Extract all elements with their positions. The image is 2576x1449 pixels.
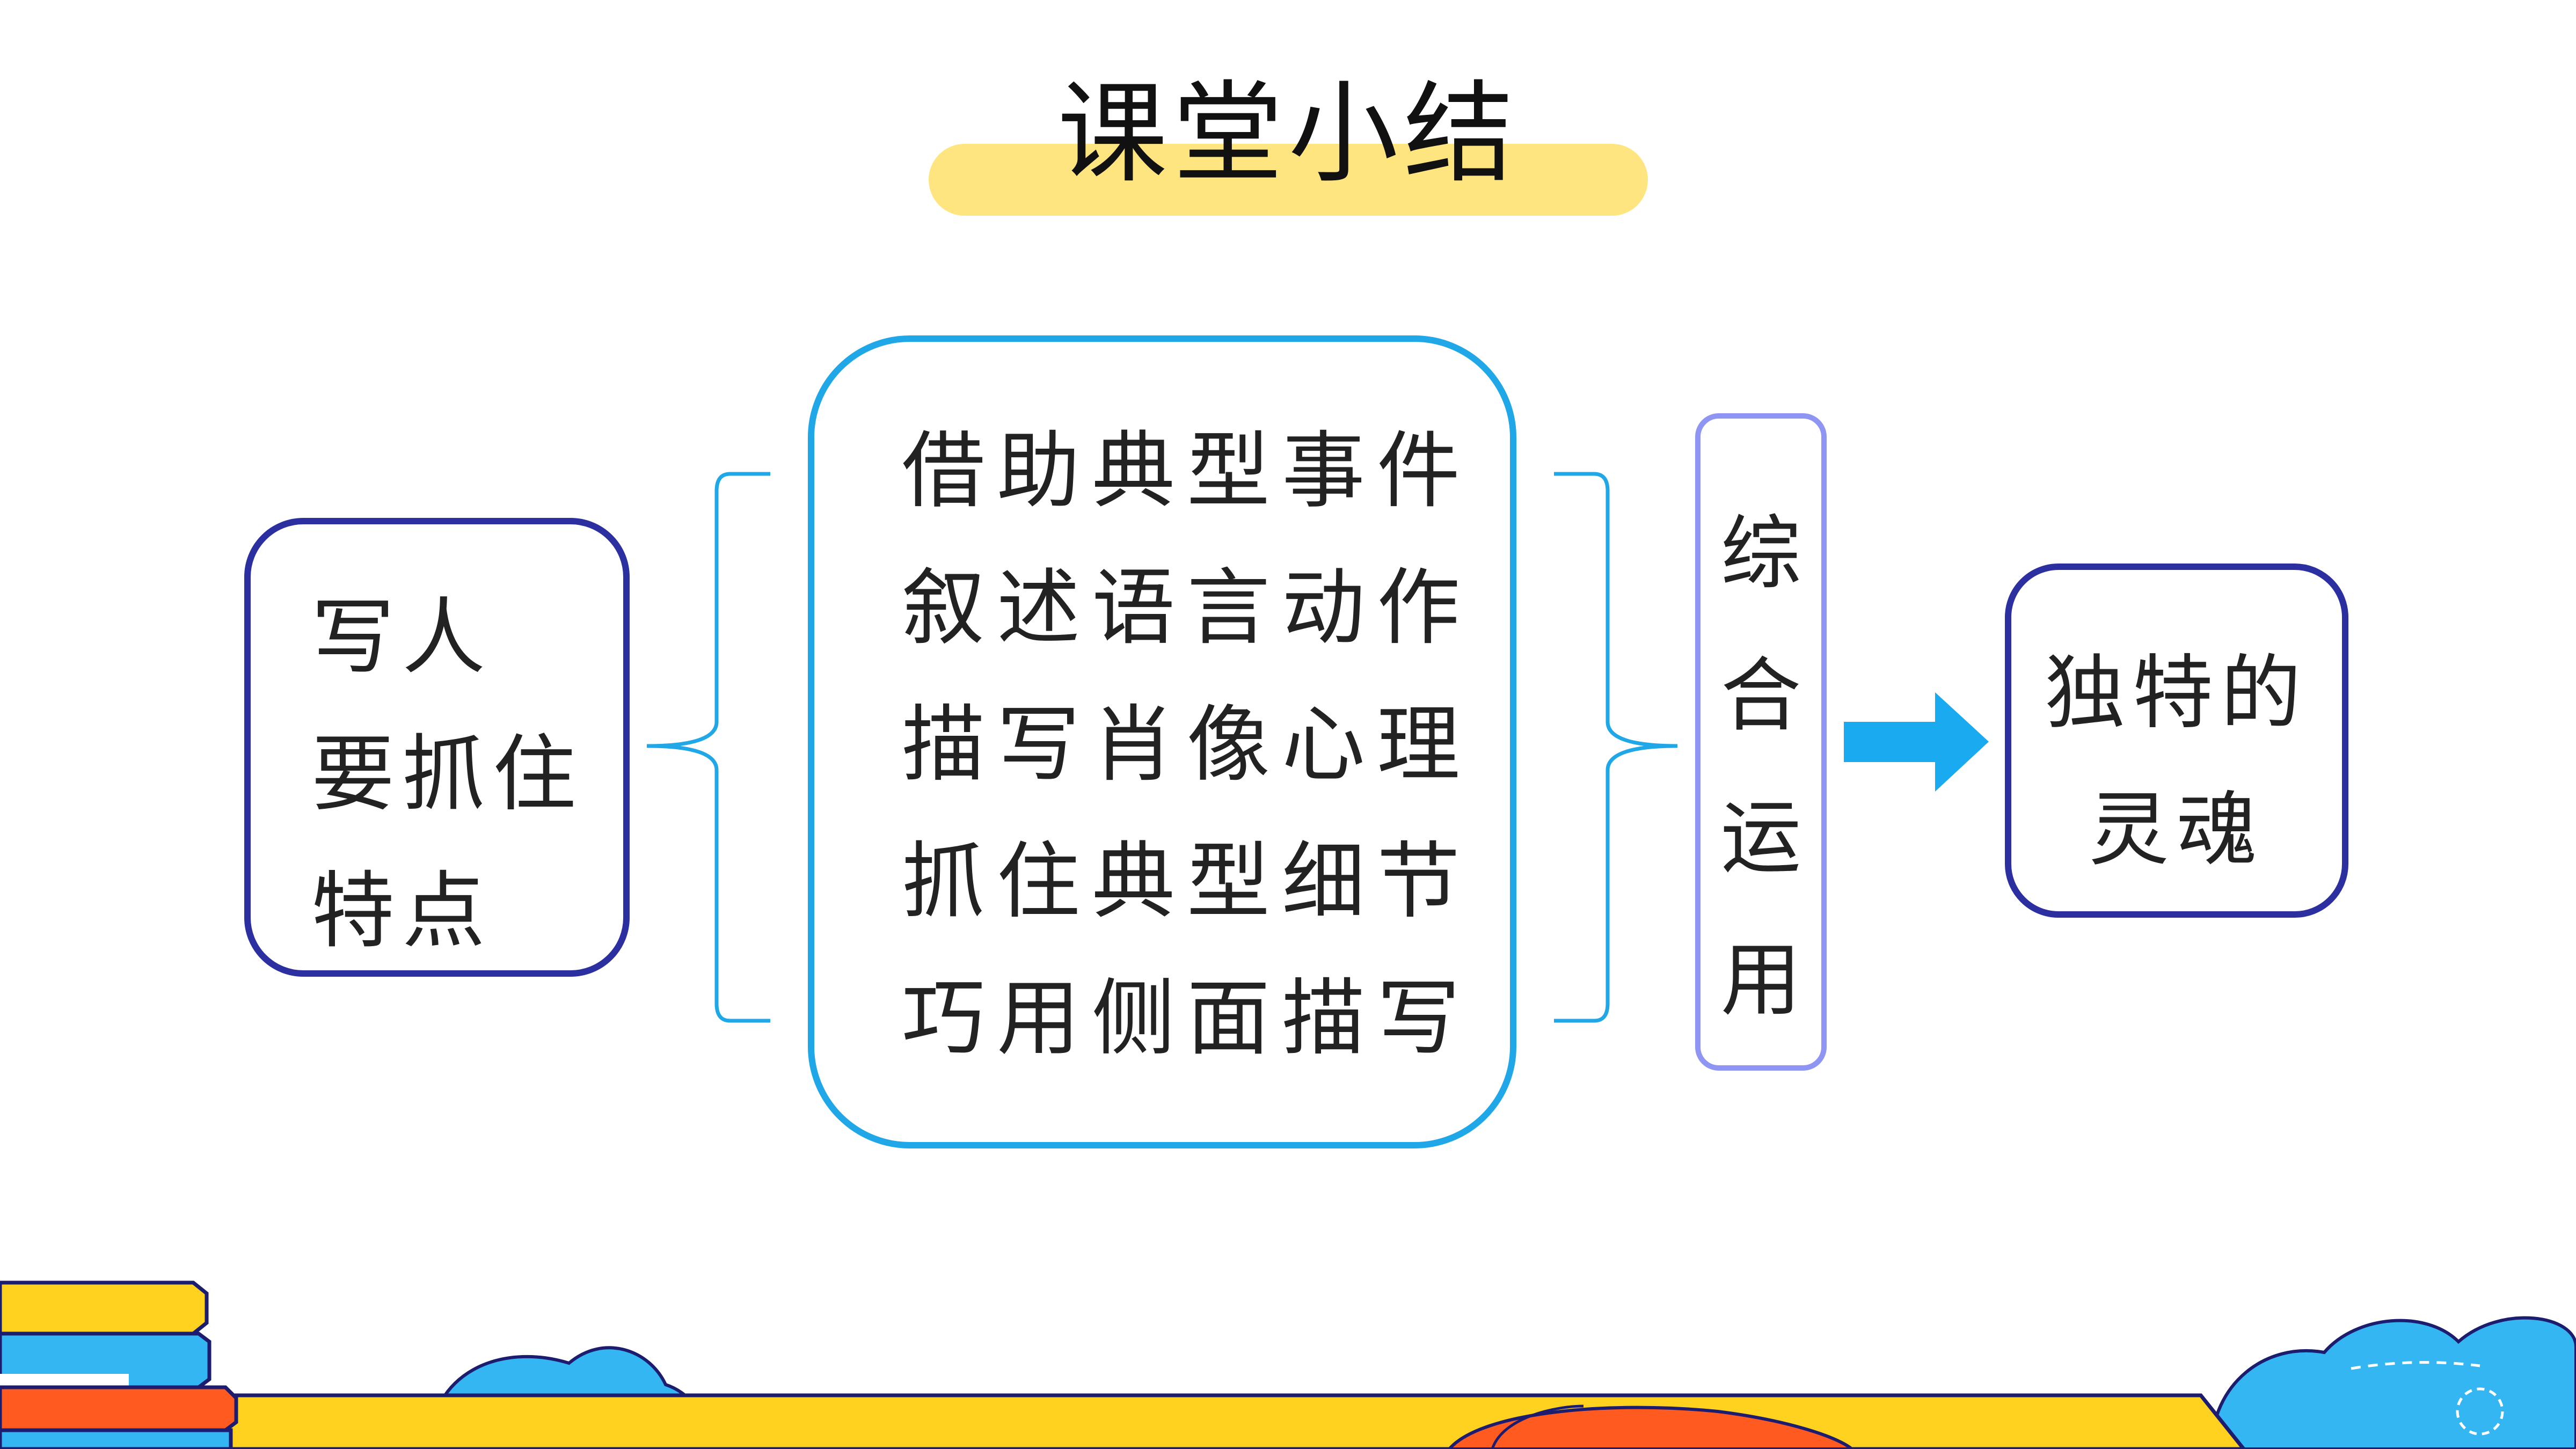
title-highlight — [929, 144, 1648, 216]
result-line: 灵魂 — [2088, 784, 2265, 877]
decorative-footer — [0, 1280, 2576, 1449]
method-line: 叙述语言动作 — [902, 559, 1472, 656]
method-line: 抓住典型细节 — [902, 833, 1472, 930]
right-brace — [1554, 472, 1677, 1023]
topic-text: 写人 要抓住 特点 — [311, 569, 583, 979]
method-line: 巧用侧面描写 — [902, 970, 1472, 1067]
methods-box — [808, 335, 1516, 1148]
method-line: 借助典型事件 — [902, 422, 1472, 519]
topic-line: 要抓住 — [311, 726, 583, 823]
topic-line: 写人 — [311, 589, 493, 686]
left-brace — [647, 472, 770, 1023]
apply-char: 用 — [1720, 934, 1801, 1027]
result-box — [2005, 564, 2348, 918]
slide-title: 课堂小结 — [1057, 70, 1519, 198]
apply-char: 综 — [1720, 507, 1801, 601]
result-text: 独特的 灵魂 — [2005, 625, 2348, 899]
topic-line: 特点 — [311, 862, 493, 960]
right-arrow-icon — [1844, 692, 1989, 792]
method-line: 描写肖像心理 — [902, 696, 1472, 793]
apply-box — [1695, 413, 1827, 1071]
result-line: 独特的 — [2044, 647, 2309, 740]
apply-text: 综 合 运 用 — [1695, 483, 1827, 1052]
methods-text: 借助典型事件 叙述语言动作 描写肖像心理 抓住典型细节 巧用侧面描写 — [902, 402, 1472, 1087]
apply-char: 合 — [1720, 649, 1801, 743]
apply-char: 运 — [1720, 792, 1801, 885]
topic-box — [244, 518, 630, 977]
